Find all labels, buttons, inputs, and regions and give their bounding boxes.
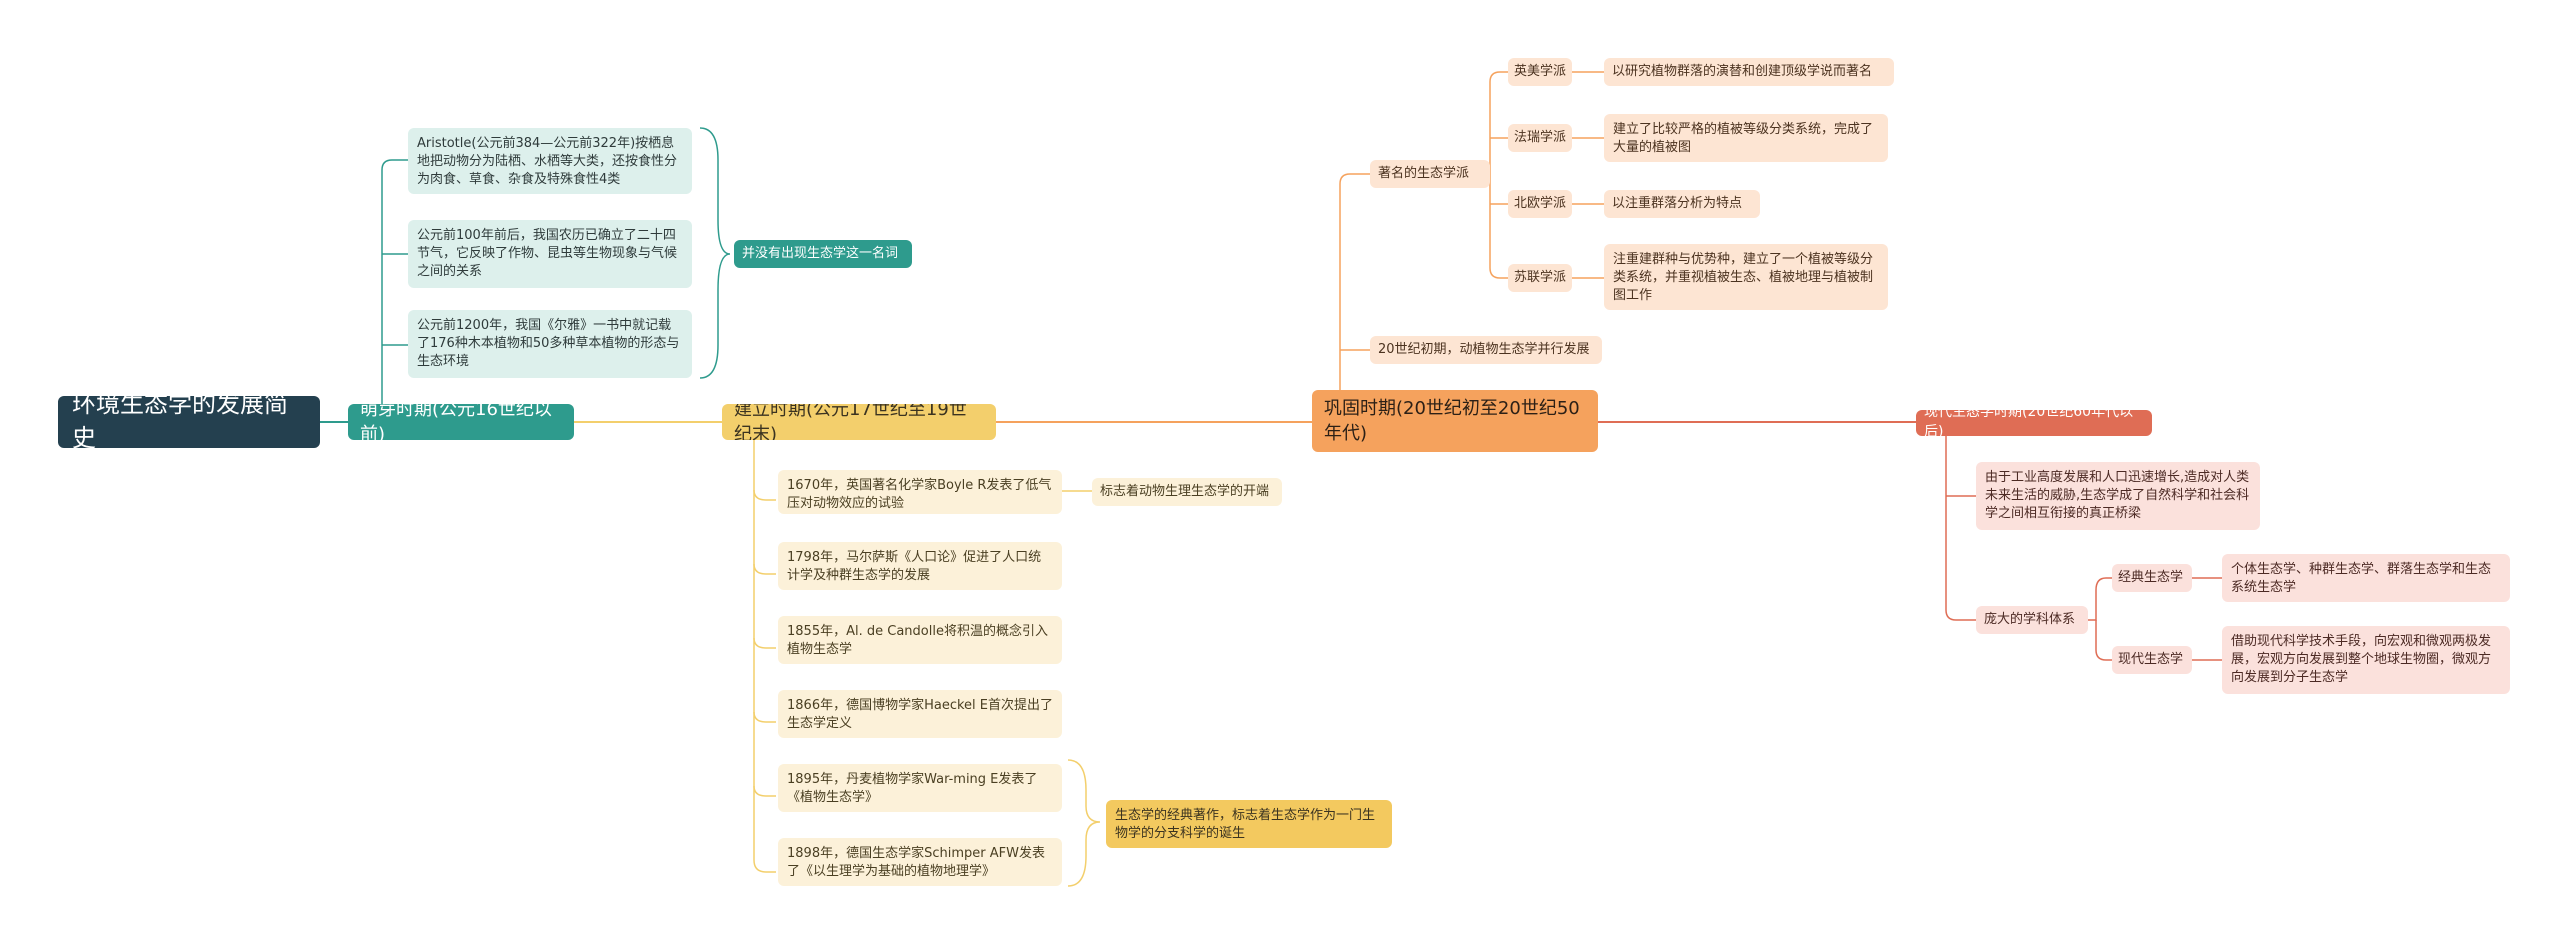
- establish-item-1[interactable]: 1670年，英国著名化学家Boyle R发表了低气压对动物效应的试验: [778, 470, 1062, 514]
- discipline-system-label[interactable]: 庞大的学科体系: [1976, 606, 2088, 634]
- connector: [753, 637, 776, 649]
- classic-ecology-desc[interactable]: 个体生态学、种群生态学、群落生态学和生态系统生态学: [2222, 554, 2510, 602]
- connector: [753, 711, 776, 723]
- establish-item-6[interactable]: 1898年，德国生态学家Schimper AFW发表了《以生理学为基础的植物地理…: [778, 838, 1062, 886]
- establish-note-2[interactable]: 生态学的经典著作，标志着生态学作为一门生物学的分支科学的诞生: [1106, 800, 1392, 848]
- school-soviet-desc[interactable]: 注重建群种与优势种，建立了一个植被等级分类系统，并重视植被生态、植被地理与植被制…: [1604, 244, 1888, 310]
- establish-item-3[interactable]: 1855年，Al. de Candolle将积温的概念引入植物生态学: [778, 616, 1062, 664]
- establish-item-2[interactable]: 1798年，马尔萨斯《人口论》促进了人口统计学及种群生态学的发展: [778, 542, 1062, 590]
- sprout-item-2[interactable]: 公元前100年前后，我国农历已确立了二十四节气，它反映了作物、昆虫等生物现象与气…: [408, 220, 692, 288]
- schools-label[interactable]: 著名的生态学派: [1370, 160, 1490, 188]
- sprout-item-3[interactable]: 公元前1200年，我国《尔雅》一书中就记载了176种木本植物和50多种草本植物的…: [408, 310, 692, 378]
- modern-ecology[interactable]: 现代生态学: [2112, 646, 2192, 674]
- modern-reason[interactable]: 由于工业高度发展和人口迅速增长,造成对人类未来生活的威胁,生态学成了自然科学和社…: [1976, 462, 2260, 530]
- connector: [753, 563, 776, 575]
- connector: [1945, 436, 1976, 621]
- connector: [1339, 173, 1370, 396]
- sprout-item-1[interactable]: Aristotle(公元前384—公元前322年)按栖息地把动物分为陆栖、水栖等…: [408, 128, 692, 194]
- connector: [2088, 577, 2112, 621]
- branch-consolidate[interactable]: 巩固时期(20世纪初至20世纪50年代): [1312, 390, 1598, 452]
- school-anglo-american-desc[interactable]: 以研究植物群落的演替和创建顶级学说而著名: [1604, 58, 1894, 86]
- connector: [1489, 174, 1508, 279]
- establish-item-5[interactable]: 1895年，丹麦植物学家War-ming E发表了《植物生态学》: [778, 764, 1062, 812]
- parallel-development[interactable]: 20世纪初期，动植物生态学并行发展: [1370, 336, 1602, 364]
- modern-ecology-desc[interactable]: 借助现代科学技术手段，向宏观和微观两极发展，宏观方向发展到整个地球生物圈，微观方…: [2222, 626, 2510, 694]
- school-franco-swiss[interactable]: 法瑞学派: [1508, 124, 1572, 152]
- school-nordic[interactable]: 北欧学派: [1508, 190, 1572, 218]
- branch-establish[interactable]: 建立时期(公元17世纪至19世纪末): [722, 404, 996, 440]
- school-franco-swiss-desc[interactable]: 建立了比较严格的植被等级分类系统，完成了大量的植被图: [1604, 114, 1888, 162]
- root-topic[interactable]: 环境生态学的发展简史: [58, 396, 320, 448]
- brace: [699, 127, 731, 379]
- connector: [753, 785, 776, 797]
- sprout-summary[interactable]: 并没有出现生态学这一名词: [734, 240, 912, 268]
- connector: [753, 436, 776, 873]
- connector: [1489, 71, 1508, 174]
- brace: [1067, 759, 1101, 887]
- school-nordic-desc[interactable]: 以注重群落分析为特点: [1604, 190, 1760, 218]
- establish-note-1[interactable]: 标志着动物生理生态学的开端: [1092, 478, 1282, 506]
- connector: [381, 159, 408, 408]
- school-anglo-american[interactable]: 英美学派: [1508, 58, 1572, 86]
- school-soviet[interactable]: 苏联学派: [1508, 264, 1572, 292]
- classic-ecology[interactable]: 经典生态学: [2112, 564, 2192, 592]
- connector: [753, 489, 776, 501]
- branch-modern[interactable]: 现代生态学时期(20世纪60年代以后): [1916, 410, 2152, 436]
- connector: [2095, 620, 2112, 661]
- branch-sprout[interactable]: 萌芽时期(公元16世纪以前): [348, 404, 574, 440]
- establish-item-4[interactable]: 1866年，德国博物学家Haeckel E首次提出了生态学定义: [778, 690, 1062, 738]
